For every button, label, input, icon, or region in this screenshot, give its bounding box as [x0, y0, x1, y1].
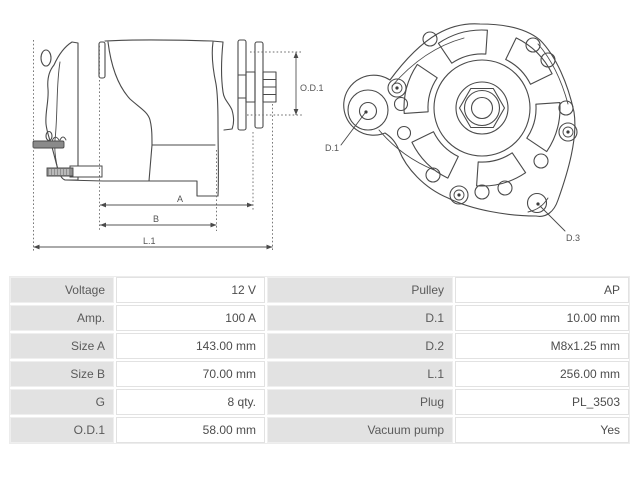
spec-value: AP — [455, 277, 629, 303]
spec-label: G — [10, 389, 114, 415]
spec-value: 143.00 mm — [116, 333, 265, 359]
spec-label: Amp. — [10, 305, 114, 331]
nut-washer — [456, 82, 508, 134]
nut-chamfer — [465, 91, 500, 126]
spec-label: O.D.1 — [10, 417, 114, 443]
housing-inner-line-topright — [538, 44, 568, 104]
spec-label: L.1 — [267, 361, 453, 387]
housing-inner-line-bottomleft — [379, 130, 434, 170]
spec-value: M8x1.25 mm — [455, 333, 629, 359]
spec-value: 8 qty. — [116, 389, 265, 415]
spec-value: PL_3503 — [455, 389, 629, 415]
alternator-front-view: D.1 D.3 — [325, 24, 580, 243]
spec-table: Voltage 12 V Pulley AP Amp. 100 A D.1 10… — [9, 276, 630, 444]
body-top-edge — [105, 40, 223, 42]
spec-label: Plug — [267, 389, 453, 415]
spec-label: Voltage — [10, 277, 114, 303]
spec-value: 12 V — [116, 277, 265, 303]
spec-label: D.2 — [267, 333, 453, 359]
rear-terminal-bump — [41, 50, 51, 66]
rear-cover-outline — [46, 42, 78, 180]
dim-label-l1: L.1 — [143, 236, 156, 246]
threaded-stud — [47, 168, 73, 176]
mounting-face-flange — [99, 42, 105, 78]
spec-label: D.1 — [267, 305, 453, 331]
spec-label: Pulley — [267, 277, 453, 303]
body-right-edge — [212, 42, 218, 196]
dim-label-a: A — [177, 194, 183, 204]
callout-label-d1: D.1 — [325, 143, 339, 153]
spec-value: 58.00 mm — [116, 417, 265, 443]
ear-boss — [348, 90, 388, 130]
rivets — [388, 79, 577, 204]
body-bottom-foot — [65, 180, 218, 196]
leader-d1 — [341, 113, 365, 145]
rear-small-bump — [46, 132, 52, 141]
leader-d3 — [540, 206, 565, 231]
spec-value: 10.00 mm — [455, 305, 629, 331]
ear-hole-d1 — [360, 103, 377, 120]
spec-value: Yes — [455, 417, 629, 443]
pulley-flange-rear — [238, 40, 246, 130]
pulley-face — [434, 60, 530, 156]
callout-label-d3: D.3 — [566, 233, 580, 243]
housing-inner-line-topleft — [392, 38, 464, 86]
spec-value: 70.00 mm — [116, 361, 265, 387]
alternator-side-view: O.D.1 A B L.1 — [33, 40, 324, 252]
dim-label-b: B — [153, 214, 159, 224]
body-sweep-contour — [108, 42, 215, 145]
pulley-hub — [246, 72, 255, 102]
spec-value: 256.00 mm — [455, 361, 629, 387]
housing-inner-line-corner — [528, 198, 548, 212]
shaft-nut-hex — [460, 89, 505, 128]
front-housing-outline — [344, 24, 575, 217]
hole-d3 — [528, 194, 547, 213]
shaft-bore — [472, 98, 493, 119]
spec-label: Size A — [10, 333, 114, 359]
spec-label: Size B — [10, 361, 114, 387]
dim-label-od1: O.D.1 — [300, 83, 324, 93]
fan-slots — [404, 30, 560, 186]
body-lower-left-edge — [149, 145, 152, 181]
vent-holes — [395, 32, 574, 199]
stud-boss — [70, 166, 102, 177]
front-bracket-contour — [222, 42, 234, 130]
spec-value: 100 A — [116, 305, 265, 331]
mounting-tab — [33, 141, 64, 148]
rear-cover-inner-line — [55, 62, 60, 170]
spec-label: Vacuum pump — [267, 417, 453, 443]
technical-drawing: O.D.1 A B L.1 — [0, 0, 580, 270]
